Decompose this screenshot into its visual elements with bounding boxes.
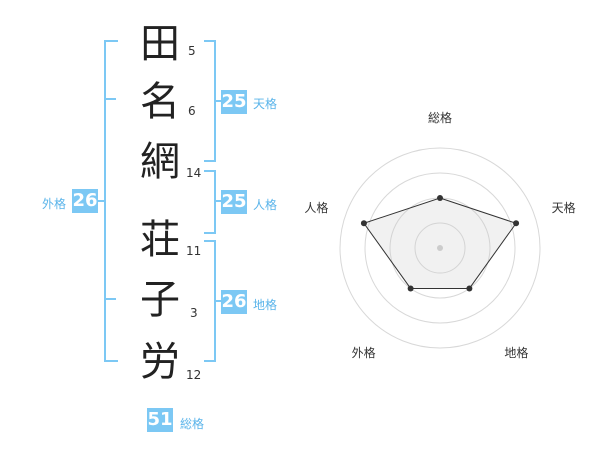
stroke-count-6: 12 — [186, 368, 202, 382]
radar-point-人格 — [360, 220, 367, 227]
jinkaku-value: 25 — [221, 190, 247, 214]
tenkaku-label: 天格 — [253, 97, 278, 111]
name-char-5: 子 — [140, 277, 180, 323]
radar-point-天格 — [513, 220, 520, 227]
radar-point-総格 — [437, 195, 443, 201]
soukaku-value: 51 — [147, 408, 173, 432]
tenkaku-value: 25 — [221, 90, 247, 114]
radar-axis-label-5: 人格 — [304, 200, 328, 215]
chikaku-value: 26 — [221, 290, 247, 314]
stroke-count-3: 14 — [186, 166, 202, 180]
stroke-count-2: 6 — [188, 104, 196, 118]
radar-grid-ring-1 — [414, 222, 466, 274]
radar-grid-ring-4 — [339, 147, 541, 349]
jinkaku-tick — [214, 200, 222, 202]
name-char-2: 名 — [140, 79, 180, 125]
radar-point-外格 — [407, 285, 414, 292]
jinkaku-bracket — [204, 170, 216, 234]
name-char-6: 労 — [140, 339, 180, 385]
tenkaku-tick — [214, 100, 222, 102]
radar-center-dot — [437, 245, 443, 251]
gaikaku-bracket — [104, 40, 118, 362]
jinkaku-label: 人格 — [253, 198, 278, 212]
gaikaku-tick — [96, 200, 104, 202]
name-char-4: 荘 — [140, 217, 180, 263]
radar-axis-label-1: 総格 — [428, 110, 452, 125]
chikaku-label: 地格 — [253, 298, 278, 312]
soukaku-label: 総格 — [180, 417, 205, 431]
name-char-3: 網 — [140, 139, 180, 185]
gaikaku-tick — [104, 298, 116, 300]
radar-axis-label-3: 地格 — [504, 345, 528, 360]
radar-axis-label-4: 外格 — [352, 345, 376, 360]
chikaku-tick — [214, 300, 222, 302]
gaikaku-label: 外格 — [42, 197, 67, 211]
stroke-count-1: 5 — [188, 44, 196, 58]
stroke-count-5: 3 — [190, 306, 198, 320]
radar-axis-label-2: 天格 — [552, 200, 576, 215]
radar-grid-ring-3 — [364, 172, 516, 324]
radar-point-地格 — [466, 285, 473, 292]
gaikaku-tick — [104, 98, 116, 100]
gaikaku-value: 26 — [72, 189, 98, 213]
radar-series-polygon — [363, 197, 517, 289]
name-char-1: 田 — [140, 21, 180, 67]
stroke-count-4: 11 — [186, 244, 202, 258]
